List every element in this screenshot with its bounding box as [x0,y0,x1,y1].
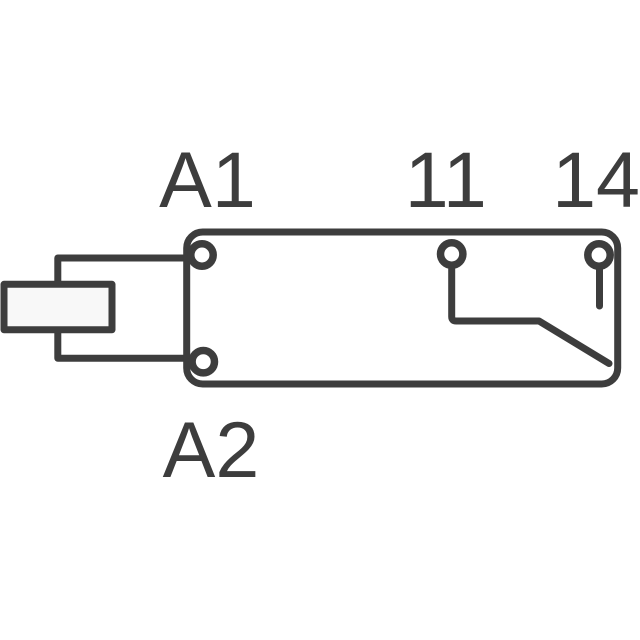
pin-labels: A1 11 14 A2 [159,135,640,494]
label-14: 14 [552,135,640,224]
terminal-14-circle [584,240,614,270]
label-11: 11 [405,135,487,224]
terminal-a2-circle [188,346,219,377]
contact-arm [448,265,613,367]
terminal-11-circle [436,239,467,269]
label-a1: A1 [159,135,256,224]
schematic-linework [0,228,622,388]
label-a2: A2 [163,405,260,494]
terminal-a1-circle [187,240,217,270]
relay-body-outline [183,228,622,388]
coil-box [0,280,116,334]
